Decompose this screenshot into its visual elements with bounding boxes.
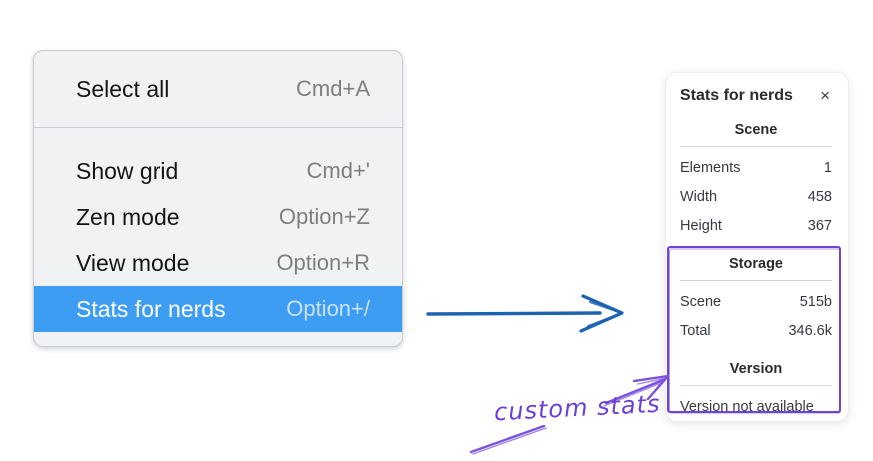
stat-value: 346.6k bbox=[788, 322, 832, 339]
stats-panel: Stats for nerds × Scene Elements 1 Width… bbox=[665, 72, 849, 422]
menu-item-shortcut: Option+/ bbox=[286, 296, 370, 321]
close-icon[interactable]: × bbox=[820, 86, 830, 105]
stat-label: Width bbox=[680, 188, 718, 205]
menu-item-show-grid[interactable]: Show grid Cmd+' bbox=[34, 148, 402, 194]
menu-item-label: Zen mode bbox=[76, 203, 180, 230]
stat-row-elements: Elements 1 bbox=[680, 153, 832, 182]
menu-item-shortcut: Option+R bbox=[276, 250, 370, 275]
section-heading-scene: Scene bbox=[734, 122, 778, 138]
menu-item-shortcut: Option+Z bbox=[278, 204, 370, 229]
stat-label: Height bbox=[680, 217, 722, 234]
menu-item-label: Select all bbox=[76, 75, 170, 102]
menu-item-stats-for-nerds[interactable]: Stats for nerds Option+/ bbox=[34, 286, 402, 332]
section-heading-version: Version bbox=[729, 361, 783, 377]
menu-item-view-mode[interactable]: View mode Option+R bbox=[34, 240, 402, 286]
menu-item-zen-mode[interactable]: Zen mode Option+Z bbox=[34, 194, 402, 240]
context-menu: Select all Cmd+A Show grid Cmd+' Zen mod… bbox=[33, 50, 403, 347]
section-divider bbox=[680, 280, 832, 281]
section-heading-storage: Storage bbox=[729, 256, 783, 272]
stat-label: Scene bbox=[680, 293, 722, 310]
version-note: Version not available bbox=[680, 398, 814, 415]
menu-item-label: Stats for nerds bbox=[76, 295, 226, 322]
stat-value: 458 bbox=[807, 188, 832, 205]
blue-arrow bbox=[426, 294, 624, 333]
menu-item-select-all[interactable]: Select all Cmd+A bbox=[34, 65, 402, 113]
stat-row-height: Height 367 bbox=[680, 211, 832, 240]
stats-panel-header: Stats for nerds × bbox=[680, 85, 832, 106]
stat-value: 515b bbox=[799, 293, 832, 310]
stat-row-total-storage: Total 346.6k bbox=[680, 316, 832, 345]
custom-stats-annotation: custom stats bbox=[493, 389, 662, 427]
stat-label: Elements bbox=[680, 159, 741, 176]
menu-item-label: View mode bbox=[76, 249, 190, 276]
stats-panel-title: Stats for nerds bbox=[680, 86, 793, 104]
menu-divider bbox=[34, 127, 402, 128]
section-divider bbox=[680, 385, 832, 386]
stat-value: 1 bbox=[823, 159, 832, 176]
menu-item-shortcut: Cmd+A bbox=[296, 76, 370, 101]
section-divider bbox=[680, 146, 832, 147]
menu-group: Show grid Cmd+' Zen mode Option+Z View m… bbox=[34, 128, 402, 332]
stat-value: 367 bbox=[807, 217, 832, 234]
menu-item-shortcut: Cmd+' bbox=[306, 158, 371, 183]
menu-item-label: Show grid bbox=[76, 157, 179, 184]
stat-row-width: Width 458 bbox=[680, 182, 832, 211]
stat-row-scene-storage: Scene 515b bbox=[680, 287, 832, 316]
stat-label: Total bbox=[680, 322, 711, 339]
